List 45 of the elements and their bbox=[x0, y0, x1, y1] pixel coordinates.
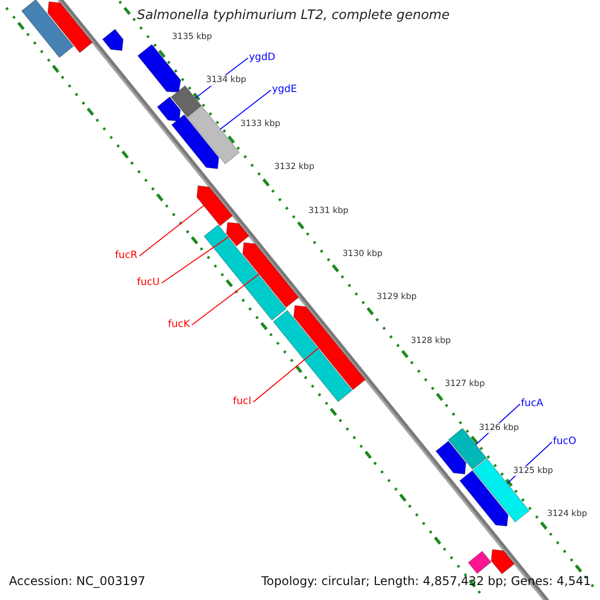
scale-label: 3130 kbp bbox=[342, 249, 383, 260]
pointed-gene-block bbox=[490, 549, 515, 574]
scale-label: 3135 kbp bbox=[172, 32, 212, 42]
pointed-gene-block bbox=[242, 242, 300, 308]
pointed-gene-block bbox=[156, 96, 181, 122]
pointed-gene-block bbox=[47, 1, 93, 54]
pointed-gene-block bbox=[293, 305, 366, 390]
scale-label: 3134 kbp bbox=[206, 75, 246, 86]
scale-label: 3129 kbp bbox=[376, 292, 417, 303]
title: Salmonella typhimurium LT2, complete genome bbox=[137, 8, 450, 24]
pointed-gene-block bbox=[435, 440, 466, 475]
pointed-gene-block bbox=[226, 222, 250, 247]
scale-label: 3124 kbp bbox=[547, 509, 588, 520]
gene-block bbox=[468, 550, 492, 574]
gene-block bbox=[21, 0, 74, 58]
gene-block bbox=[170, 85, 202, 118]
scale-label: 3127 kbp bbox=[444, 379, 485, 390]
gene-name: fucI bbox=[233, 396, 252, 408]
leader-line bbox=[191, 274, 260, 326]
pointed-gene-block bbox=[196, 185, 234, 226]
leader-line bbox=[161, 236, 230, 284]
pointed-gene-block bbox=[102, 28, 124, 52]
accession-text: Accession: NC_003197 bbox=[9, 574, 146, 588]
gene-name: fucO bbox=[553, 436, 576, 448]
leader-line bbox=[220, 90, 272, 130]
scale-label: 3125 kbp bbox=[513, 466, 554, 476]
pointed-gene-block bbox=[137, 44, 182, 93]
gene-name: fucR bbox=[115, 250, 138, 262]
gene-name: ygdE bbox=[272, 84, 297, 96]
scale-label: 3128 kbp bbox=[410, 336, 451, 346]
pointed-gene-block bbox=[459, 470, 509, 527]
scale-label: 3132 kbp bbox=[274, 162, 314, 172]
gene-name: fucA bbox=[521, 398, 544, 410]
leader-line bbox=[252, 347, 320, 402]
scale-label: 3131 kbp bbox=[308, 206, 348, 216]
leader-line bbox=[138, 205, 204, 256]
gene-block bbox=[204, 224, 287, 321]
scale-label: 3133 kbp bbox=[240, 118, 280, 129]
pointed-gene-block bbox=[171, 114, 220, 170]
scale-label: 3126 kbp bbox=[478, 422, 519, 433]
gene-name: ygdD bbox=[249, 52, 276, 64]
gene-name: fucK bbox=[168, 319, 190, 331]
gene-block bbox=[188, 106, 240, 164]
gene-block bbox=[272, 310, 353, 402]
gene-name: fucU bbox=[137, 277, 160, 289]
